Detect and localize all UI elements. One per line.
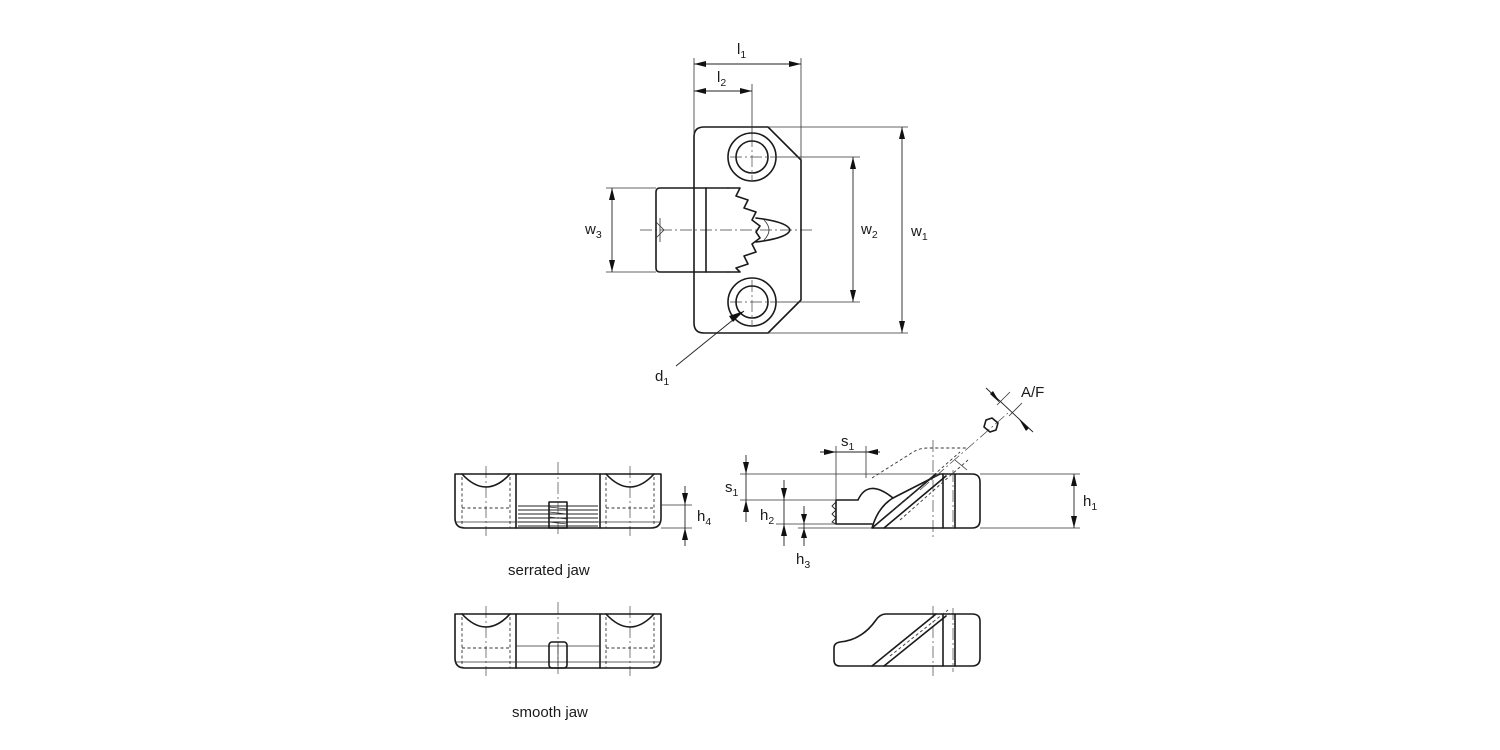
serrated-side-outline bbox=[871, 473, 981, 529]
dim-label-w1: w1 bbox=[910, 223, 928, 243]
caption-serrated-jaw: serrated jaw bbox=[508, 562, 590, 579]
jaw-insert bbox=[655, 187, 729, 273]
side-view-serrated: A/F s1 s1 h2 h3 h1 bbox=[725, 384, 1097, 571]
dim-label-d1: d1 bbox=[655, 368, 669, 388]
dim-label-h1: h1 bbox=[1083, 493, 1097, 513]
front-view-smooth: smooth jaw bbox=[454, 602, 662, 721]
jaw-body-outline bbox=[693, 126, 802, 334]
dim-label-h3: h3 bbox=[796, 551, 810, 571]
serration-profile bbox=[727, 187, 761, 273]
dim-label-s1-top: s1 bbox=[841, 433, 855, 453]
caption-smooth-jaw: smooth jaw bbox=[512, 704, 588, 721]
dim-label-l1: l1 bbox=[737, 41, 746, 61]
dim-label-l2: l2 bbox=[717, 69, 726, 89]
smooth-side-outline bbox=[833, 613, 981, 667]
dim-label-w3: w3 bbox=[584, 221, 602, 241]
side-view-smooth bbox=[833, 606, 981, 676]
front-view-serrated: h4 serrated jaw bbox=[454, 462, 711, 579]
dim-label-s1-side: s1 bbox=[725, 479, 739, 499]
top-view: l1 l2 w1 w2 w3 d1 bbox=[584, 41, 928, 388]
dim-label-af: A/F bbox=[1021, 384, 1044, 401]
dim-label-h4: h4 bbox=[697, 508, 711, 528]
dim-label-w2: w2 bbox=[860, 221, 878, 241]
dim-label-h2: h2 bbox=[760, 507, 774, 527]
